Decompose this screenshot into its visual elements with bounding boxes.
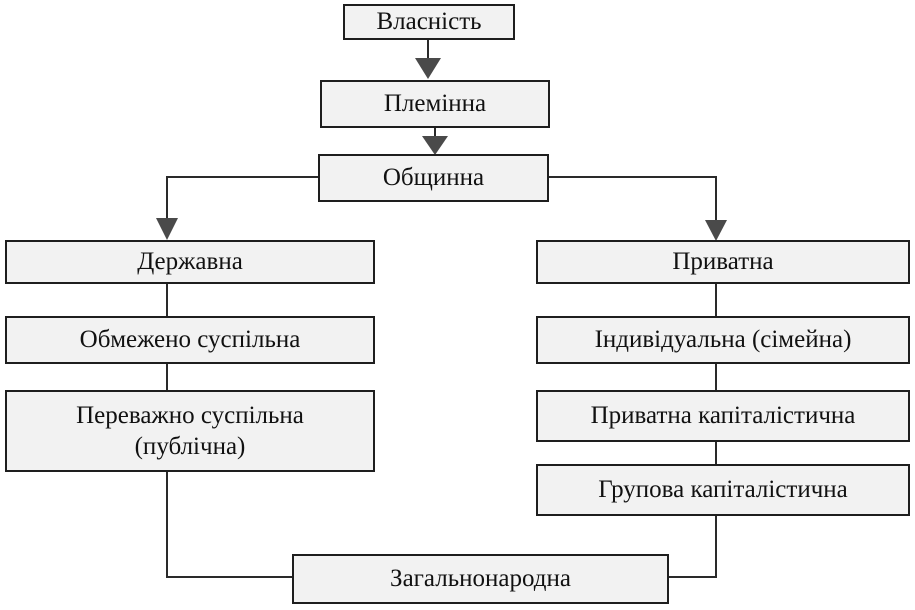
node-obshchynna-label: Общинна	[382, 164, 485, 192]
node-derzhavna: Державна	[5, 240, 375, 284]
node-pleminna: Племінна	[320, 80, 550, 128]
node-perevazhno-suspilna-label: Переважно суспільна	[76, 401, 304, 429]
node-vlasnist-label: Власність	[376, 8, 482, 36]
node-grupova-kapitalistychna: Групова капіталістична	[536, 464, 910, 516]
connector-grupova-zagalnonarodna	[669, 514, 717, 578]
arrow-head-pryvatna	[705, 220, 727, 241]
node-perevazhno-suspilna: Переважно суспільна (публічна)	[5, 390, 375, 472]
node-zagalnonarodna: Загальнонародна	[292, 554, 669, 604]
node-grupova-kapitalistychna-label: Групова капіталістична	[598, 476, 848, 504]
node-pryvatna-kapitalistychna: Приватна капіталістична	[536, 390, 910, 442]
arrow-head-pleminna	[415, 58, 441, 79]
arrow-head-obshchynna	[422, 136, 448, 155]
node-pryvatna: Приватна	[536, 240, 910, 284]
node-derzhavna-label: Державна	[137, 248, 243, 276]
arrow-head-derzhavna	[156, 218, 178, 240]
node-pleminna-label: Племінна	[383, 90, 487, 118]
connector-perevazhno-zagalnonarodna	[166, 470, 292, 578]
node-individualna-label: Індивідуальна (сімейна)	[594, 326, 852, 354]
node-vlasnist: Власність	[343, 4, 515, 40]
node-individualna: Індивідуальна (сімейна)	[536, 316, 910, 364]
node-pryvatna-kapitalistychna-label: Приватна капіталістична	[590, 402, 856, 430]
node-perevazhno-suspilna-sublabel: (публічна)	[134, 433, 246, 460]
connector-obshchynna-pryvatna	[548, 176, 717, 222]
node-zagalnonarodna-label: Загальнонародна	[390, 565, 571, 593]
node-pryvatna-label: Приватна	[672, 248, 774, 276]
node-obshchynna: Общинна	[318, 154, 549, 202]
node-obmezheno-suspilna: Обмежено суспільна	[5, 316, 375, 364]
connector-obshchynna-derzhavna	[166, 176, 318, 220]
node-obmezheno-suspilna-label: Обмежено суспільна	[79, 326, 301, 354]
